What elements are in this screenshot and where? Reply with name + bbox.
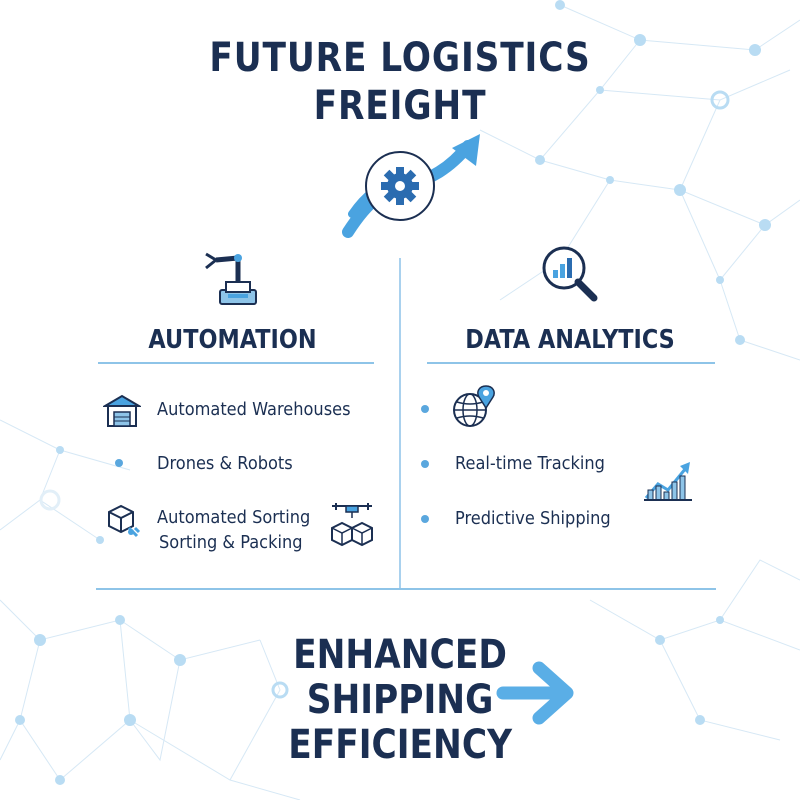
footer-line2: SHIPPING <box>306 677 494 723</box>
automation-item-sorting-line2: Sorting & Packing <box>159 532 303 553</box>
bullet-dot <box>421 405 429 413</box>
drone-boxes-icon <box>331 503 373 547</box>
automation-item-warehouses: Automated Warehouses <box>157 399 351 420</box>
bottom-rule <box>96 588 716 590</box>
warehouse-icon <box>103 394 141 427</box>
page-title-line2: FREIGHT <box>313 83 487 129</box>
column-divider <box>399 258 401 588</box>
footer-line1: ENHANCED <box>293 632 507 678</box>
footer-line3: EFFICIENCY <box>288 722 512 768</box>
bullet-dot <box>115 459 123 467</box>
analytics-item-realtime-tracking: Real-time Tracking <box>455 453 605 474</box>
analytics-item-predictive-shipping: Predictive Shipping <box>455 508 611 529</box>
analytics-heading: DATA ANALYTICS <box>465 325 675 355</box>
bullet-dot <box>421 460 429 468</box>
growth-chart-icon <box>644 462 692 501</box>
automation-item-drones-robots: Drones & Robots <box>157 453 293 474</box>
package-sorting-icon <box>108 504 141 538</box>
automation-heading: AUTOMATION <box>148 325 317 355</box>
robotic-arm-icon <box>205 252 257 305</box>
arrow-right-icon <box>496 661 574 725</box>
chart-magnifier-icon <box>542 246 598 302</box>
analytics-rule <box>427 362 715 364</box>
globe-pin-icon <box>453 385 495 427</box>
gear-arrow-growth-icon <box>342 134 480 238</box>
automation-item-sorting-line1: Automated Sorting <box>157 507 311 528</box>
bullet-dot <box>421 515 429 523</box>
page-title-line1: FUTURE LOGISTICS <box>209 35 591 81</box>
automation-rule <box>98 362 374 364</box>
